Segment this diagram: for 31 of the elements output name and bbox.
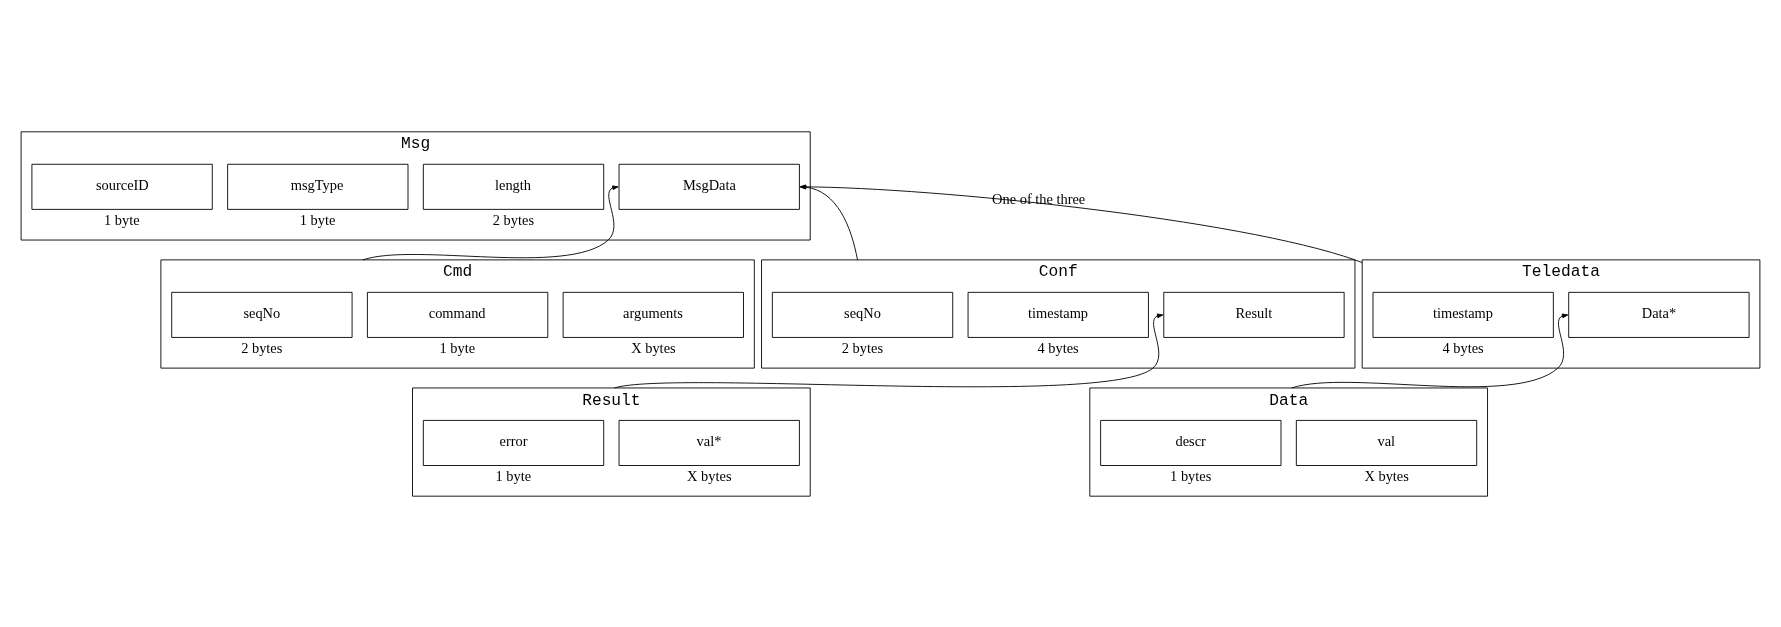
node-box: MsgData [618, 163, 800, 210]
node-label: X bytes [631, 339, 676, 356]
node-label: 1 byte [439, 339, 476, 356]
arrow [799, 184, 1363, 263]
node-box: sourceID [31, 163, 213, 210]
node-box: arguments [562, 291, 744, 338]
node-label: 2 bytes [841, 339, 884, 356]
node-box: Result [1163, 291, 1345, 338]
node-label: X bytes [687, 467, 732, 484]
node-label: 1 bytes [1170, 467, 1212, 484]
node-box: msgType [227, 163, 409, 210]
node-label: 4 bytes [1037, 339, 1079, 356]
node-label: 1 byte [495, 467, 532, 484]
node-label: 4 bytes [1442, 339, 1484, 356]
node-label: 2 bytes [241, 339, 283, 356]
node-box: timestamp [967, 291, 1149, 338]
node-box: seqNo [771, 291, 954, 338]
node-label: 2 bytes [492, 211, 534, 228]
node-label: 1 byte [299, 211, 336, 228]
node-box: timestamp [1372, 291, 1554, 338]
arrow [799, 184, 858, 260]
node-box: val [1295, 419, 1478, 466]
node-box: seqNo [171, 291, 353, 338]
node-box: descr [1100, 419, 1282, 466]
node-box: error [422, 419, 605, 466]
node-box: Data* [1568, 291, 1750, 338]
node-label: 1 byte [104, 211, 140, 228]
node-box: val* [618, 419, 800, 466]
node-box: command [366, 291, 549, 338]
node-box: length [422, 163, 605, 210]
node-label: X bytes [1364, 467, 1409, 484]
